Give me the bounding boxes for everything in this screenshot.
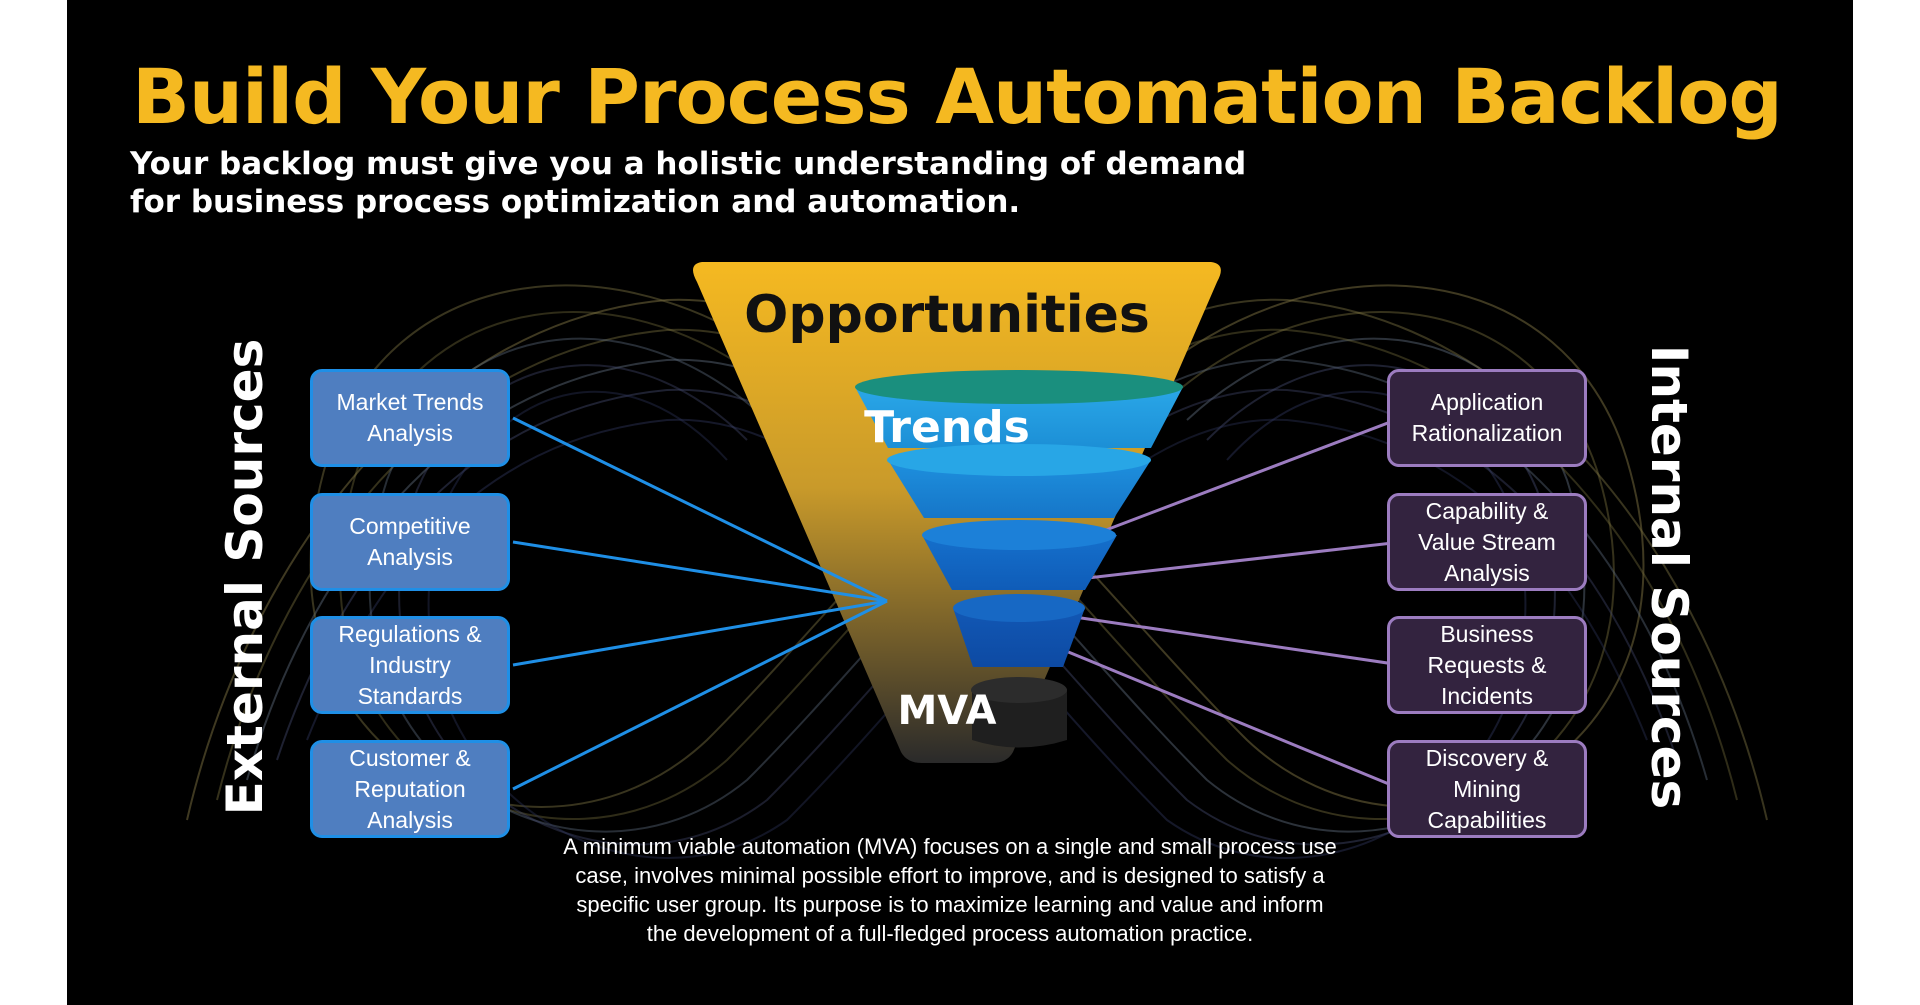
page-title: Build Your Process Automation Backlog — [132, 52, 1783, 141]
funnel-tier-2 — [888, 460, 1151, 518]
internal-source-box: Discovery & Mining Capabilities — [1387, 740, 1587, 838]
page-subtitle: Your backlog must give you a holistic un… — [130, 146, 1247, 220]
external-source-box: Market Trends Analysis — [310, 369, 510, 467]
external-connectors — [512, 416, 888, 791]
funnel-tier-1 — [855, 387, 1183, 448]
funnel-label-trends: Trends — [864, 402, 1030, 453]
external-source-box: Customer & Reputation Analysis — [310, 740, 510, 838]
internal-source-box: Business Requests & Incidents — [1387, 616, 1587, 714]
funnel-diagram — [512, 262, 1402, 791]
external-source-box: Competitive Analysis — [310, 493, 510, 591]
mva-footnote: A minimum viable automation (MVA) focuse… — [563, 834, 1337, 946]
funnel-tier-4 — [953, 608, 1085, 667]
internal-sources-label: Internal Sources — [1640, 344, 1698, 810]
external-sources-label: External Sources — [216, 338, 274, 816]
internal-source-box: Application Rationalization — [1387, 369, 1587, 467]
funnel-tier-3 — [922, 535, 1117, 590]
internal-source-box: Capability & Value Stream Analysis — [1387, 493, 1587, 591]
external-source-box: Regulations & Industry Standards — [310, 616, 510, 714]
infographic-panel: Build Your Process Automation Backlog Yo… — [67, 0, 1853, 1005]
funnel-label-opportunities: Opportunities — [744, 285, 1150, 345]
funnel-label-mva: MVA — [897, 688, 997, 734]
funnel-mva-base — [972, 690, 1067, 748]
